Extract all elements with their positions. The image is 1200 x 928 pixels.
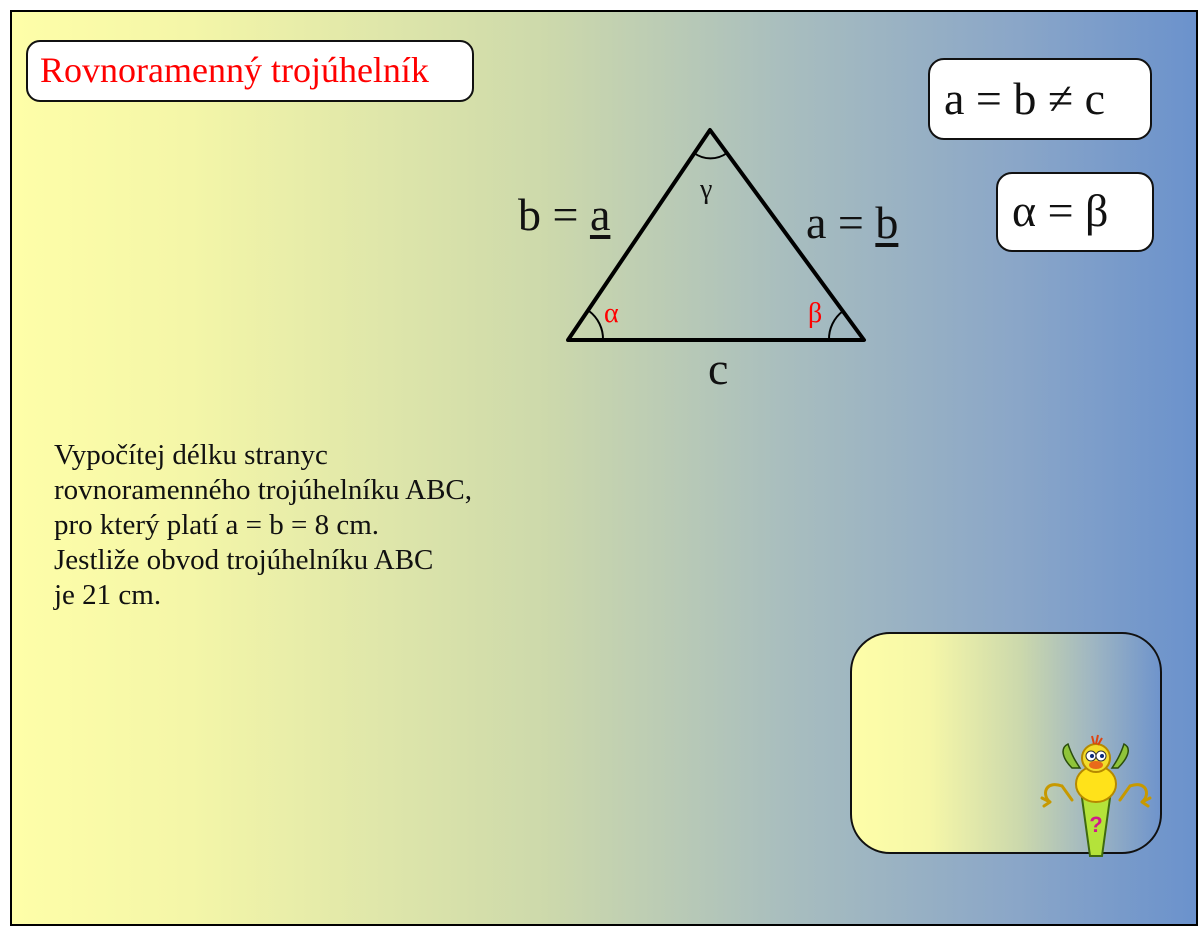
angle-gamma-arc	[693, 152, 728, 160]
problem-line: pro který platí a = b = 8 cm.	[54, 509, 380, 541]
angle-alpha-label: α	[604, 298, 619, 329]
mascot-left-arm	[1040, 783, 1074, 808]
left-side-label: b = a	[518, 192, 610, 238]
mascot-question-mark: ?	[1089, 812, 1102, 837]
hint-button[interactable]	[850, 632, 1162, 854]
side-rule-text: a = b ≠ c	[944, 73, 1106, 124]
right-side-underlined: b	[875, 197, 899, 248]
angle-beta-arc	[827, 310, 844, 341]
question-mascot-icon[interactable]: ?	[1032, 728, 1162, 858]
angle-rule-box: α = β	[996, 172, 1154, 252]
side-rule-box: a = b ≠ c	[928, 58, 1152, 140]
problem-text: Vypočítej délku stranyc rovnoramenného t…	[54, 438, 472, 613]
mascot-beak	[1089, 761, 1103, 769]
mascot-left-wing	[1062, 742, 1082, 769]
page-title: Rovnoramenný trojúhelník	[40, 50, 429, 90]
problem-line: Jestliže obvod trojúhelníku ABC	[54, 544, 434, 576]
mascot-right-pupil	[1100, 754, 1104, 758]
mascot-left-pupil	[1090, 754, 1094, 758]
angle-alpha-arc	[588, 310, 605, 341]
problem-line: je 21 cm.	[54, 579, 162, 611]
base-label: c	[708, 343, 729, 394]
problem-line: rovnoramenného trojúhelníku ABC,	[54, 474, 473, 506]
mascot-right-arm	[1118, 783, 1152, 808]
angle-rule-text: α = β	[1012, 185, 1109, 236]
mascot-hair	[1091, 734, 1103, 746]
angle-beta-label: β	[808, 298, 823, 329]
left-side-prefix: b =	[518, 189, 590, 240]
triangle-outline	[566, 128, 866, 342]
left-side-underlined: a	[589, 189, 611, 240]
right-side-prefix: a =	[806, 197, 876, 248]
angle-gamma-label: γ	[700, 174, 713, 205]
right-side-label: a = b	[806, 200, 898, 246]
title-box: Rovnoramenný trojúhelník	[26, 40, 474, 102]
problem-line: Vypočítej délku stranyc	[54, 439, 328, 471]
mascot-right-wing	[1110, 742, 1129, 769]
